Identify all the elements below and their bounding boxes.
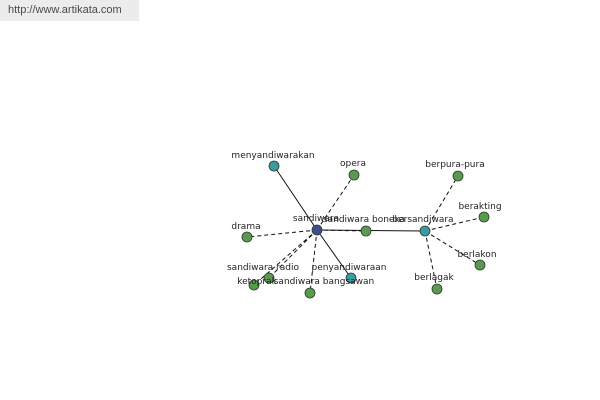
node-sandiwara-bangsawan[interactable] [304,287,316,299]
node-label-sandiwara-bangsawan[interactable]: sandiwara bangsawan [274,277,375,287]
node-label-ketoprak[interactable]: ketoprak [237,277,277,287]
node-label-berlakon[interactable]: berlakon [457,250,496,260]
node-label-bersandiwara[interactable]: bersandiwara [392,215,453,225]
edge-bersandiwara-berlagak [424,230,438,290]
node-bersandiwara[interactable] [419,225,431,237]
node-label-sandiwara-boneka[interactable]: sandiwara boneka [323,215,405,225]
node-label-opera[interactable]: opera [340,159,366,169]
node-sandiwara[interactable] [311,224,323,236]
node-berpura-pura[interactable] [452,170,464,182]
node-menyandiwarakan[interactable] [268,160,280,172]
edge-bersandiwara-berlakon [424,230,481,266]
node-label-berakting[interactable]: berakting [458,202,501,212]
edge-sandiwara-sandiwara-boneka [316,229,367,232]
edge-bersandiwara-berakting [424,216,485,232]
node-label-berlagak[interactable]: berlagak [414,273,454,283]
node-label-sandiwara-radio[interactable]: sandiwara radio [227,263,300,273]
nodes-layer [241,160,490,299]
node-berakting[interactable] [478,211,490,223]
edge-sandiwara-drama [246,229,318,238]
node-label-sandiwara[interactable]: sandiwara [293,214,339,224]
node-label-menyandiwarakan[interactable]: menyandiwarakan [231,151,314,161]
edge-bersandiwara-berpura-pura [424,175,459,232]
edges-layer [246,165,485,294]
node-ketoprak[interactable] [248,279,260,291]
edge-sandiwara-sandiwara-bangsawan [309,229,318,294]
edge-sandiwara-menyandiwarakan [273,165,318,231]
node-penyandiwaraan[interactable] [345,272,357,284]
node-label-berpura-pura[interactable]: berpura-pura [425,160,484,170]
node-berlakon[interactable] [474,259,486,271]
node-opera[interactable] [348,169,360,181]
node-drama[interactable] [241,231,253,243]
edge-sandiwara-penyandiwaraan [316,229,352,279]
node-berlagak[interactable] [431,283,443,295]
edge-sandiwara-sandiwara-radio [268,229,318,279]
node-sandiwara-radio[interactable] [263,272,275,284]
labels-layer: sandiwara bersandiwara menyandiwarakan peny… [227,151,502,287]
source-url[interactable]: http://www.artikata.com [0,0,139,21]
node-label-penyandiwaraan[interactable]: penyandiwaraan [311,263,386,273]
node-label-drama[interactable]: drama [231,222,260,232]
node-sandiwara-boneka[interactable] [360,225,372,237]
